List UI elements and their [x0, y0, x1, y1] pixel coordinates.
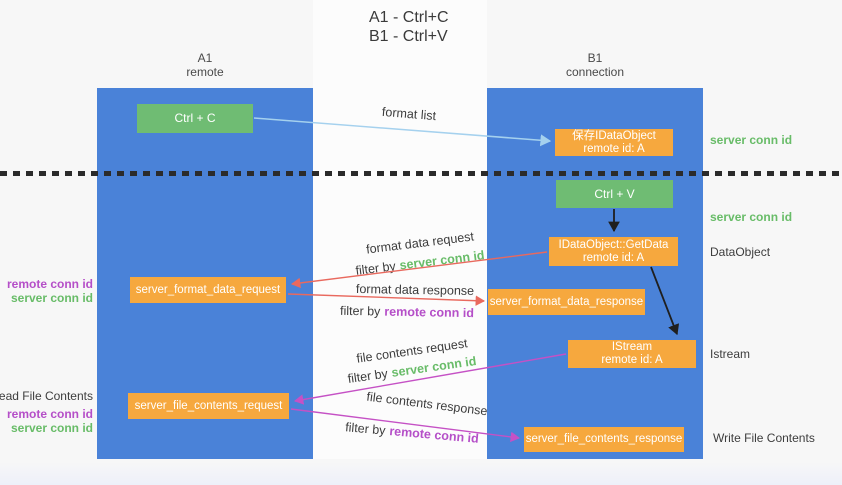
node-format-request-label: server_format_data_request: [135, 283, 281, 296]
label-istream: Istream: [710, 347, 751, 361]
node-save-idataobject-line1: 保存IDataObject: [572, 129, 656, 142]
label-read-file-contents: Read File Contents: [0, 389, 93, 403]
label-server-conn-id-left-2: server conn id: [10, 421, 93, 435]
column-header-a1: A1 remote: [145, 51, 265, 79]
node-server-format-data-response: server_format_data_response: [488, 289, 645, 315]
filter-by-text-2: filter by: [339, 303, 381, 319]
title-line-1: A1 - Ctrl+C: [369, 9, 449, 26]
node-format-response-label: server_format_data_response: [489, 295, 644, 308]
node-idataobject-getdata: IDataObject::GetData remote id: A: [549, 237, 678, 266]
node-save-idataobject-line2: remote id: A: [583, 142, 645, 155]
label-server-conn-id-left-1: server conn id: [10, 291, 93, 305]
node-istream: IStream remote id: A: [568, 340, 696, 368]
filter-remote-conn-id-1: remote conn id: [384, 304, 475, 321]
label-remote-conn-id-left-2: remote conn id: [6, 407, 93, 421]
label-server-conn-id-mid: server conn id: [710, 210, 793, 224]
node-save-idataobject: 保存IDataObject remote id: A: [555, 129, 673, 156]
node-server-file-contents-response: server_file_contents_response: [524, 427, 684, 452]
node-istream-line2: remote id: A: [601, 354, 663, 366]
node-getdata-line1: IDataObject::GetData: [558, 238, 669, 251]
node-ctrl-v-label: Ctrl + V: [594, 186, 635, 201]
column-b1-subtitle: connection: [565, 65, 625, 79]
node-server-file-contents-request: server_file_contents_request: [128, 393, 289, 419]
middle-band: [313, 0, 487, 459]
node-istream-line1: IStream: [611, 341, 653, 353]
node-getdata-line2: remote id: A: [582, 251, 645, 264]
node-ctrl-c: Ctrl + C: [137, 104, 253, 133]
label-server-conn-id-top: server conn id: [710, 133, 793, 147]
label-write-file-contents: Write File Contents: [713, 431, 815, 445]
dotted-separator: [0, 171, 842, 176]
column-b1-name: B1: [587, 51, 603, 65]
label-remote-conn-id-left-1: remote conn id: [6, 277, 93, 291]
column-a1-subtitle: remote: [186, 65, 224, 79]
node-file-request-label: server_file_contents_request: [134, 399, 283, 412]
column-header-b1: B1 connection: [535, 51, 655, 79]
flow-label-format-data-response: format data response: [355, 281, 475, 299]
bottom-fade: [0, 462, 842, 485]
diagram-title: A1 - Ctrl+C B1 - Ctrl+V: [369, 8, 449, 46]
label-dataobject: DataObject: [710, 245, 771, 259]
node-ctrl-c-label: Ctrl + C: [174, 111, 216, 125]
node-file-response-label: server_file_contents_response: [525, 433, 683, 445]
title-line-2: B1 - Ctrl+V: [369, 28, 448, 45]
column-a1-name: A1: [197, 51, 213, 65]
node-server-format-data-request: server_format_data_request: [130, 277, 286, 303]
node-ctrl-v: Ctrl + V: [556, 180, 673, 208]
